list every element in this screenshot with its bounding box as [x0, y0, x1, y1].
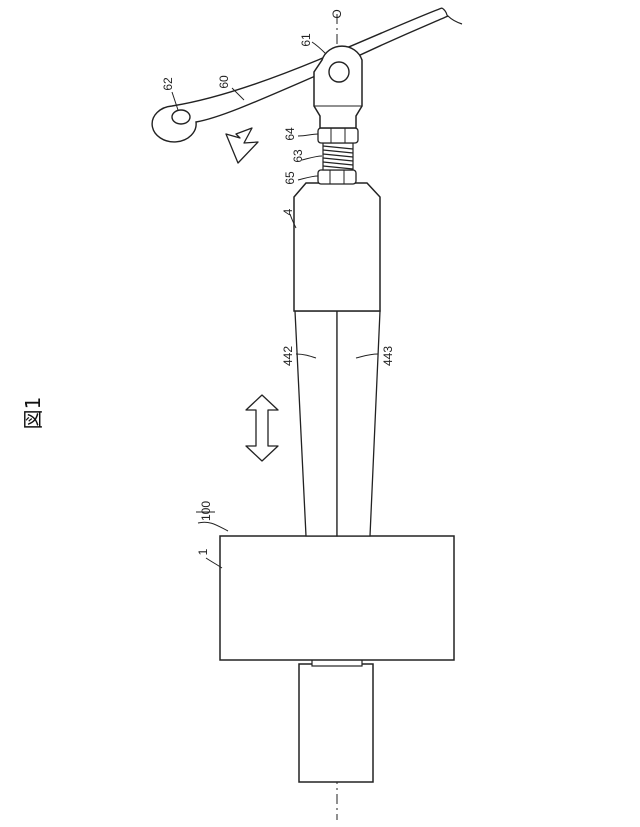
label-64: 64 — [283, 127, 297, 141]
label-63: 63 — [291, 149, 305, 163]
lever-60 — [152, 8, 448, 142]
stroke-double-arrow — [246, 395, 278, 461]
leader-65 — [298, 176, 318, 180]
clevis-pin-hole — [329, 62, 349, 82]
label-61: 61 — [299, 33, 313, 47]
label-1: 1 — [196, 548, 210, 555]
nut-65 — [318, 170, 356, 184]
push-arrow — [226, 128, 258, 163]
label-443: 443 — [381, 346, 395, 366]
shaft-443 — [337, 311, 380, 536]
shaft-442 — [295, 311, 337, 536]
axis-mark-o: O — [330, 9, 344, 18]
label-62: 62 — [161, 77, 175, 91]
pivot-hole-62 — [172, 110, 190, 124]
leader-63 — [302, 156, 322, 160]
label-100: 100 — [199, 501, 213, 521]
label-442: 442 — [281, 346, 295, 366]
figure-title: 図1 — [21, 397, 45, 430]
label-60: 60 — [217, 75, 231, 89]
nut-64 — [318, 128, 358, 143]
label-4: 4 — [281, 208, 295, 215]
leader-64 — [298, 134, 318, 136]
label-65: 65 — [283, 171, 297, 185]
bottom-cylinder — [299, 664, 373, 782]
leader-100 — [198, 522, 228, 531]
leader-61 — [312, 42, 326, 54]
member-4 — [294, 183, 380, 311]
body-1 — [220, 536, 454, 660]
